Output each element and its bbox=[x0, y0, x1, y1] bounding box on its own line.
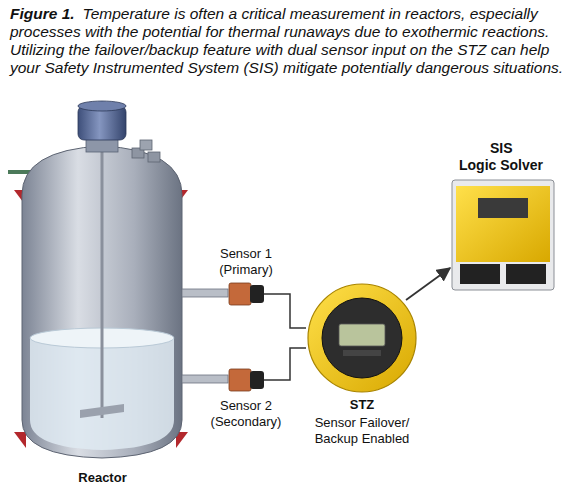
node-label: Reactor bbox=[58, 470, 148, 486]
sensor-cap bbox=[250, 285, 264, 303]
node-title: SIS Logic Solver bbox=[459, 140, 547, 174]
sensor-probe bbox=[182, 375, 228, 383]
signal-arrow bbox=[406, 268, 450, 300]
impeller-blade bbox=[80, 404, 124, 418]
sensor-wire bbox=[264, 348, 306, 380]
terminal-block bbox=[460, 264, 500, 284]
caption-text: Temperature is often a critical measurem… bbox=[10, 5, 563, 76]
sis-front bbox=[456, 186, 550, 262]
agitator-shaft bbox=[101, 152, 104, 418]
node-label: SIS Logic Solver bbox=[459, 140, 547, 174]
node-label: STZ Sensor Failover/ Backup Enabled bbox=[306, 397, 418, 447]
sensor-wire bbox=[264, 294, 306, 328]
node-title: Sensor 2 (Secondary) bbox=[206, 398, 286, 430]
logic-solver-node: SIS Logic Solver bbox=[450, 178, 556, 292]
terminal-block bbox=[506, 264, 546, 284]
stz-keys bbox=[343, 350, 381, 356]
sensor-head bbox=[229, 369, 251, 391]
sensor-node: Sensor 1 (Primary) bbox=[228, 282, 264, 306]
node-subtitle: Sensor Failover/ Backup Enabled bbox=[306, 415, 418, 447]
stz-window bbox=[322, 298, 402, 378]
stz-display bbox=[339, 324, 385, 346]
motor-top bbox=[78, 101, 126, 111]
node-label: Sensor 2 (Secondary) bbox=[206, 398, 286, 430]
stz-housing bbox=[308, 284, 416, 392]
node-title: STZ bbox=[306, 397, 418, 413]
sensor-node: Sensor 2 (Secondary) bbox=[228, 368, 264, 392]
node-label: Sensor 1 (Primary) bbox=[210, 246, 282, 278]
sensor-head bbox=[229, 283, 251, 305]
sis-device bbox=[452, 180, 554, 290]
sensor-probe bbox=[182, 289, 228, 297]
node-title: Sensor 1 (Primary) bbox=[210, 246, 282, 278]
vessel-leg bbox=[14, 432, 26, 448]
sensor-cap bbox=[250, 371, 264, 389]
node-title: Reactor bbox=[58, 470, 148, 486]
top-nozzle bbox=[148, 152, 160, 162]
reactor-vessel bbox=[22, 146, 182, 458]
figure-caption: Figure 1.Temperature is often a critical… bbox=[10, 5, 566, 77]
top-nozzle bbox=[140, 140, 152, 150]
sis-display bbox=[478, 198, 528, 218]
figure-title: Figure 1. bbox=[10, 5, 75, 22]
transmitter-node: STZSensor Failover/ Backup Enabled bbox=[306, 282, 418, 394]
reactor-node: Reactor bbox=[15, 98, 190, 460]
